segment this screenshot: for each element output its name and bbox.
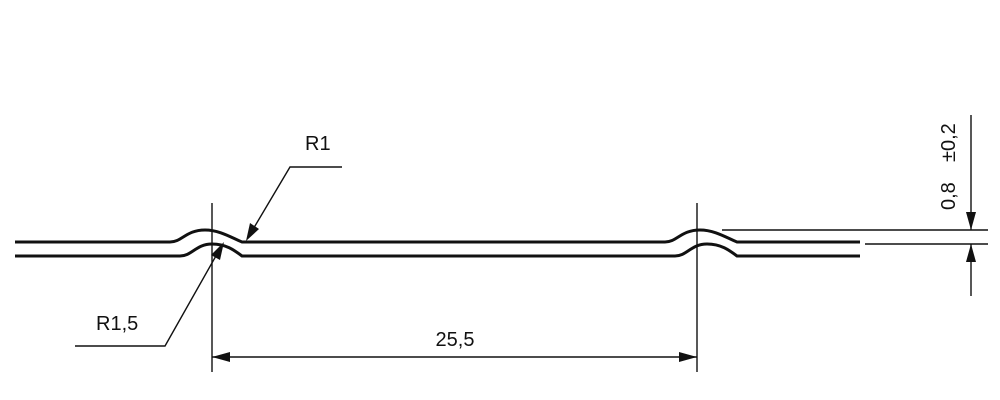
length-arrow-right	[679, 352, 697, 362]
thickness-arrow-top	[966, 212, 976, 230]
radius-top-leader	[248, 166, 342, 237]
radius-bottom-leader	[75, 246, 222, 347]
profile-upper-line	[15, 228, 860, 244]
radius-top-label: R1	[305, 133, 331, 155]
thickness-arrow-bottom	[966, 244, 976, 262]
thickness-tolerance-label: ±0,2	[938, 123, 960, 162]
radius-bottom-label: R1,5	[96, 313, 138, 335]
length-arrow-left	[212, 352, 230, 362]
length-label: 25,5	[436, 329, 475, 351]
profile-lower-line	[15, 242, 860, 258]
radius-bottom-arrow	[211, 242, 224, 260]
radius-top-arrow	[246, 223, 259, 241]
thickness-label: 0,8	[938, 182, 960, 210]
